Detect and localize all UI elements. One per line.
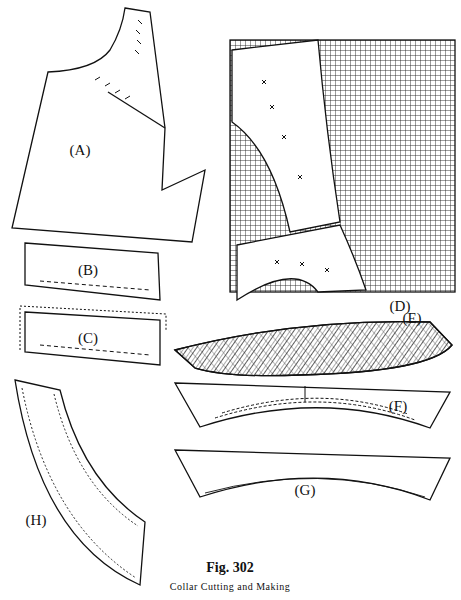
centre-line xyxy=(305,386,306,402)
collar-piece-cut xyxy=(237,225,366,300)
part-letter: (B) xyxy=(76,262,100,279)
part-letter: (E) xyxy=(400,310,423,327)
tack-line xyxy=(40,281,150,290)
padded-collar xyxy=(175,322,452,376)
cross-marks xyxy=(262,80,329,272)
part-letter: (F) xyxy=(387,398,409,415)
stitch-line xyxy=(215,402,415,420)
collar-piece xyxy=(25,312,160,365)
stitch-line xyxy=(22,388,136,578)
padding-stitches xyxy=(175,322,452,376)
part-letter: (C) xyxy=(76,330,100,347)
collar-piece xyxy=(25,243,160,300)
collar-piece xyxy=(175,450,450,500)
stitch-line xyxy=(54,394,138,526)
finished-collar xyxy=(15,380,145,585)
seam-allowance xyxy=(20,306,166,350)
shoulder-seam xyxy=(108,92,165,128)
part-letter: (H) xyxy=(24,512,49,529)
stitch-line xyxy=(222,398,408,414)
tack-line xyxy=(40,345,150,355)
figure-caption: Collar Cutting and Making xyxy=(170,581,291,592)
tacking-marks xyxy=(95,20,142,99)
part-letter: (A) xyxy=(68,142,93,159)
collar-piece xyxy=(175,383,450,428)
part-letter: (G) xyxy=(293,482,318,499)
collar-piece-cut xyxy=(232,40,340,232)
figure-number: Fig. 302 xyxy=(206,560,253,575)
bodice-piece xyxy=(12,8,205,242)
